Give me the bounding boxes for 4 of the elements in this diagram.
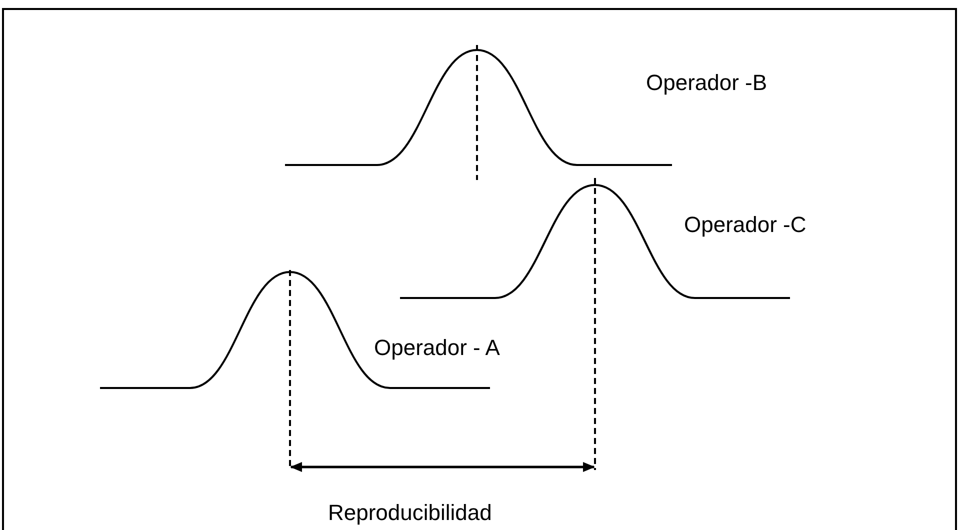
- curve-label: Reproducibilidad: [328, 502, 492, 524]
- curve-label: Operador -C: [684, 214, 806, 236]
- curve-label: Operador -B: [646, 72, 768, 94]
- curve-label: Operador - A: [374, 337, 500, 359]
